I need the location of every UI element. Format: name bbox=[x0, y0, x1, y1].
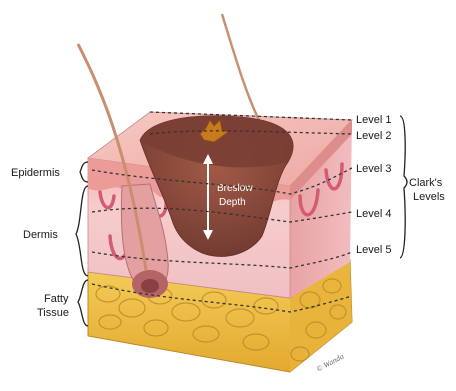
level-4-label: Level 4 bbox=[356, 208, 391, 220]
clarks-label-line2: Levels bbox=[413, 191, 445, 203]
fatty-label-line2: Tissue bbox=[37, 307, 69, 319]
fatty-label-line1: Fatty bbox=[44, 293, 69, 305]
hair-shaft-right bbox=[222, 14, 262, 126]
level-2-label: Level 2 bbox=[356, 130, 391, 142]
breslow-label-line2: Depth bbox=[219, 197, 246, 208]
artist-signature: © Wanda bbox=[315, 352, 346, 374]
level-3-label: Level 3 bbox=[356, 163, 391, 175]
fatty-bracket bbox=[78, 280, 88, 326]
left-brackets bbox=[76, 162, 88, 326]
epidermis-label: Epidermis bbox=[11, 167, 60, 179]
clarks-bracket bbox=[400, 116, 407, 258]
level-1-label: Level 1 bbox=[356, 114, 391, 126]
breslow-label-line1: Breslow bbox=[217, 183, 253, 194]
clarks-label-line1: Clark's bbox=[409, 177, 443, 189]
dermis-label: Dermis bbox=[23, 229, 58, 241]
dermis-bracket bbox=[76, 186, 88, 276]
epidermis-bracket bbox=[80, 162, 88, 182]
level-5-label: Level 5 bbox=[356, 244, 391, 256]
